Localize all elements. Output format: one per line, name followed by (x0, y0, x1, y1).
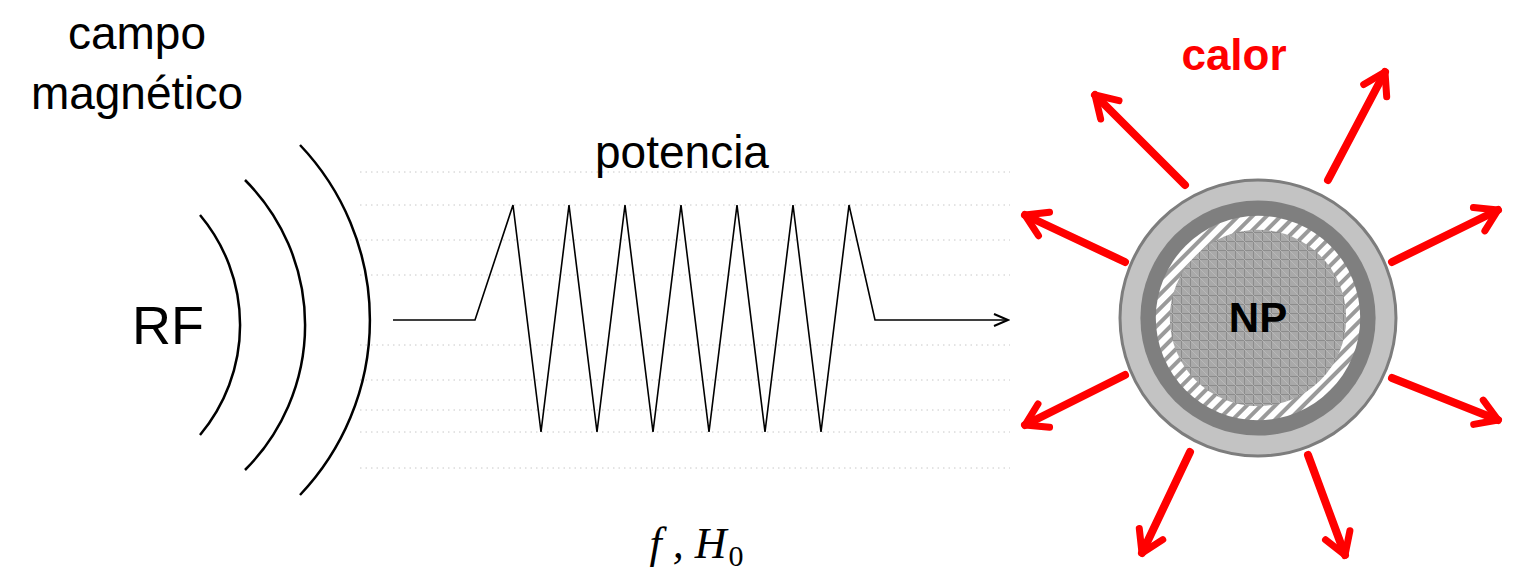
striped-layer (1156, 216, 1360, 420)
power-zigzag (393, 205, 1008, 432)
heat-arrow (1025, 215, 1125, 262)
grid-line (360, 432, 1010, 433)
heat-arrows (1025, 72, 1498, 555)
heat-arrow (1392, 378, 1498, 420)
subscript-label: 0 (729, 539, 744, 574)
heat-arrow (1095, 95, 1185, 185)
grid-line (360, 410, 1010, 411)
grid-line (360, 275, 1010, 276)
wave-arc (300, 145, 370, 495)
wave-arc (245, 180, 305, 470)
inner-shell (1140, 200, 1375, 435)
grid-line (360, 345, 1010, 346)
wave-arc (200, 215, 240, 435)
grid-line (360, 205, 1010, 206)
nanoparticle-circle: NP (1118, 178, 1398, 458)
dotted-grid (360, 172, 1010, 468)
grid-line (360, 468, 1010, 469)
heat-arrow (1025, 375, 1125, 425)
node-text: NP (1229, 294, 1287, 342)
power-label: potencia (595, 126, 769, 179)
outer-shell (1120, 180, 1396, 456)
heat-arrow (1308, 455, 1345, 555)
heat-arrow (1142, 452, 1190, 553)
core (1170, 230, 1346, 406)
rf-waves (200, 145, 370, 495)
heat-arrow (1392, 210, 1498, 262)
grid-line (360, 380, 1010, 381)
rf-label: RF (132, 294, 204, 356)
heat-arrow (1328, 72, 1385, 180)
heat-label: calor (1181, 30, 1286, 81)
field-label: campo magnético (6, 4, 268, 124)
parameter-label: f , H (650, 519, 727, 570)
